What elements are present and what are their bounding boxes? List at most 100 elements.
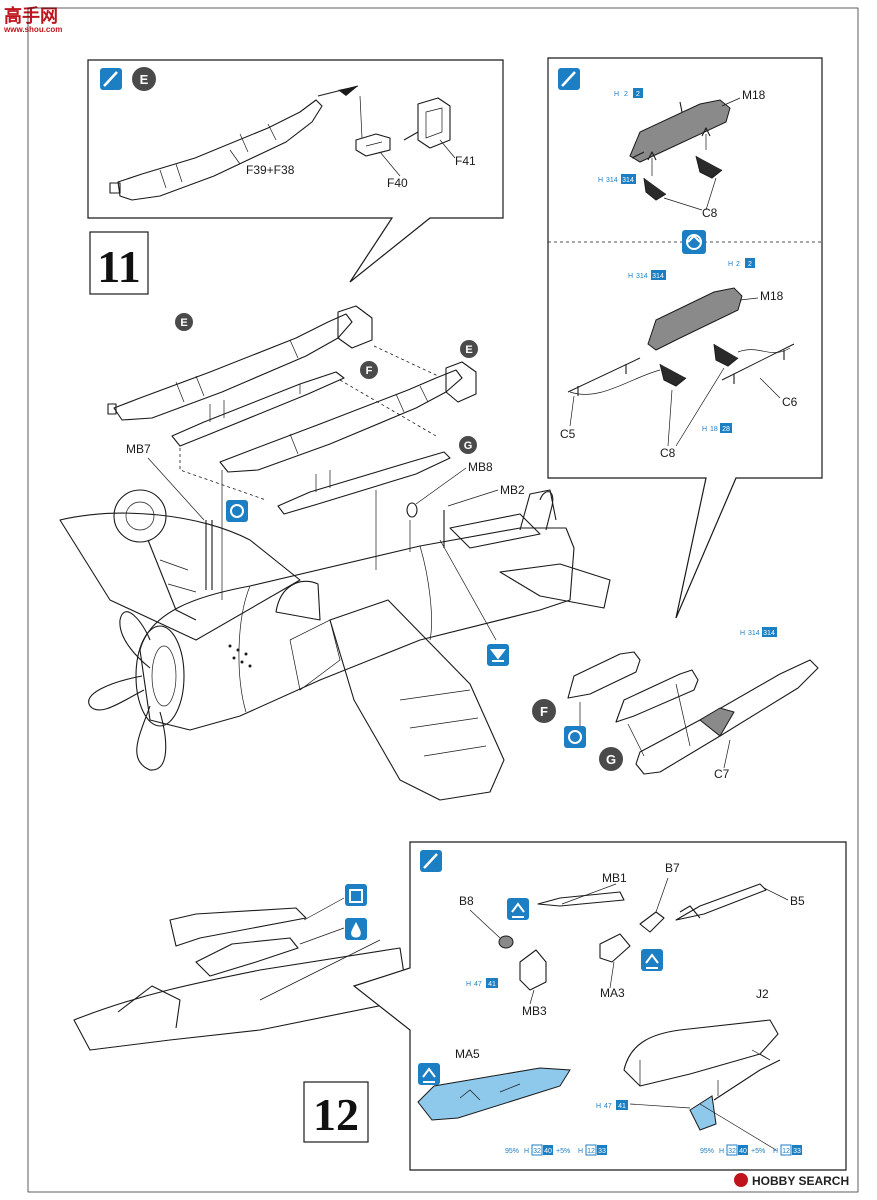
paint-brush-icon-3 — [420, 850, 442, 872]
svg-text:41: 41 — [618, 1103, 626, 1110]
step-11-box: 11 — [89, 231, 149, 295]
watermark-title: 高手网 — [4, 5, 58, 26]
pylon-assembly: H 314 314 F G C7 — [532, 627, 819, 781]
svg-text:F: F — [366, 365, 373, 377]
svg-text:E: E — [180, 317, 187, 329]
part-c7 — [635, 659, 819, 775]
svg-text:33: 33 — [793, 1148, 801, 1155]
paint-mix-ma5: 95% H 32 40 +5% H 12 33 — [505, 1144, 607, 1156]
svg-text:H: H — [773, 1148, 778, 1155]
svg-text:+5%: +5% — [556, 1148, 570, 1155]
callout-frame — [87, 59, 504, 283]
watermark-url: www.shou.com — [3, 25, 62, 34]
paint-code-h314-top: H 314 314 — [598, 174, 636, 184]
svg-text:E: E — [140, 72, 149, 87]
svg-text:47: 47 — [604, 1103, 612, 1110]
arrow-up-icon-2 — [641, 949, 663, 971]
svg-text:18: 18 — [710, 426, 718, 433]
swap-icon — [682, 230, 706, 254]
step-12-number: 12 — [313, 1089, 359, 1140]
fuselage — [139, 489, 611, 731]
svg-text:41: 41 — [488, 981, 496, 988]
svg-text:H: H — [598, 177, 603, 184]
label-ma3: MA3 — [600, 986, 625, 1000]
label-c7: C7 — [714, 767, 730, 781]
pylon-f — [171, 371, 345, 447]
label-ma5: MA5 — [455, 1047, 480, 1061]
label-c5: C5 — [560, 427, 576, 441]
label-c8-top: C8 — [702, 206, 718, 220]
part-f41 — [417, 97, 451, 149]
part-mb8 — [406, 502, 418, 518]
label-b5: B5 — [790, 894, 805, 908]
svg-text:47: 47 — [474, 981, 482, 988]
watermark-bottom: HOBBY SEARCH — [734, 1173, 849, 1188]
svg-text:32: 32 — [533, 1148, 541, 1155]
svg-text:2: 2 — [624, 91, 628, 98]
part-f40 — [355, 133, 391, 157]
label-f40: F40 — [387, 176, 408, 190]
part-c8-lower — [659, 343, 739, 387]
swap-icon-main — [226, 500, 248, 522]
svg-text:H: H — [719, 1148, 724, 1155]
svg-text:2: 2 — [748, 261, 752, 268]
callout-cockpit-frame — [352, 841, 847, 1171]
glue-icon — [487, 644, 509, 666]
svg-text:314: 314 — [636, 273, 648, 280]
step-12-aircraft — [73, 884, 409, 1051]
svg-text:40: 40 — [739, 1148, 747, 1155]
paint-code-h18-28: H 18 28 — [702, 423, 732, 433]
label-mb1: MB1 — [602, 871, 627, 885]
part-b7 — [639, 911, 665, 933]
callout-rack-detail: H 2 2 M18 H 314 314 C8 — [547, 57, 823, 619]
label-c6: C6 — [782, 395, 798, 409]
label-mb2: MB2 — [500, 483, 525, 497]
svg-text:95%: 95% — [505, 1148, 519, 1155]
label-m18-top: M18 — [742, 88, 766, 102]
part-mb1 — [537, 891, 625, 907]
step-12-box: 12 — [303, 1081, 369, 1143]
svg-text:G: G — [464, 440, 473, 452]
svg-text:2: 2 — [636, 91, 640, 98]
landing-gear — [113, 489, 197, 621]
paint-brush-icon-2 — [558, 68, 580, 90]
part-ma5 — [417, 1067, 571, 1121]
svg-text:12: 12 — [782, 1148, 790, 1155]
svg-text:95%: 95% — [700, 1148, 714, 1155]
part-j2 — [623, 1019, 779, 1087]
callout-rack-frame — [547, 57, 823, 619]
paint-mix-stick: 95% H 32 40 +5% H 12 33 — [700, 1144, 802, 1156]
svg-text:H: H — [740, 630, 745, 637]
svg-text:33: 33 — [598, 1148, 606, 1155]
page-frame — [27, 7, 859, 1193]
svg-text:H: H — [628, 273, 633, 280]
svg-text:314: 314 — [748, 630, 760, 637]
torpedo-f39-f38 — [109, 99, 323, 201]
letter-f-badge: F — [360, 361, 378, 379]
svg-text:+5%: +5% — [751, 1148, 765, 1155]
label-mb3: MB3 — [522, 1004, 547, 1018]
part-c8-top — [643, 127, 723, 201]
label-mb8: MB8 — [468, 460, 493, 474]
callout-cockpit-detail: MB1 B7 B8 B5 MA3 MB3 J2 MA5 H 47 — [352, 841, 847, 1171]
drop-icon — [345, 918, 367, 940]
letter-g-badge: G — [459, 436, 477, 454]
letter-f-badge-2: F — [532, 699, 556, 723]
part-b5 — [675, 883, 767, 921]
svg-text:F: F — [540, 704, 548, 719]
svg-text:314: 314 — [763, 630, 775, 637]
swap-icon-pylon — [564, 726, 586, 748]
letter-e-badge-left: E — [175, 313, 193, 331]
label-b8: B8 — [459, 894, 474, 908]
part-b8 — [498, 935, 514, 949]
watermark-top: 高手网 www.shou.com — [3, 5, 62, 34]
paint-brush-icon — [100, 68, 122, 90]
paint-code-h47-41-b: H 47 41 — [596, 1100, 628, 1110]
letter-g-badge-2: G — [599, 747, 623, 771]
part-c6 — [721, 343, 795, 384]
part-c5 — [567, 357, 641, 396]
label-m18-lower: M18 — [760, 289, 784, 303]
svg-text:E: E — [465, 344, 472, 356]
part-stick-base — [689, 1095, 717, 1131]
